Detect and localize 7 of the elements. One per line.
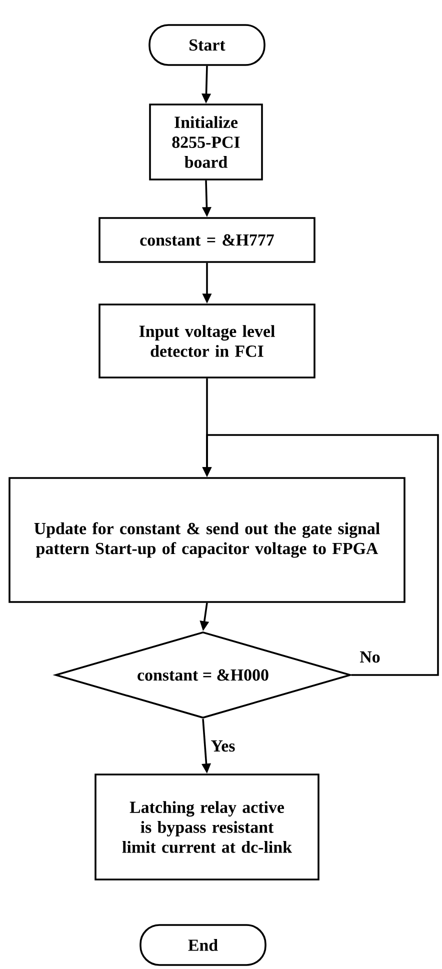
- process-box: Initialize 8255-PCI board: [149, 104, 263, 180]
- process-box: constant = &H777: [98, 217, 316, 263]
- edge-label: No: [358, 650, 382, 664]
- process-box: Input voltage level detector in FCI: [98, 304, 316, 378]
- process-box: Update for constant & send out the gate signal pattern Start-up of capacitor voltage to FPGA: [8, 477, 406, 603]
- process-box: Latching relay active is bypass resistant limit current at dc-link: [94, 774, 320, 880]
- edge-label: Yes: [210, 739, 236, 753]
